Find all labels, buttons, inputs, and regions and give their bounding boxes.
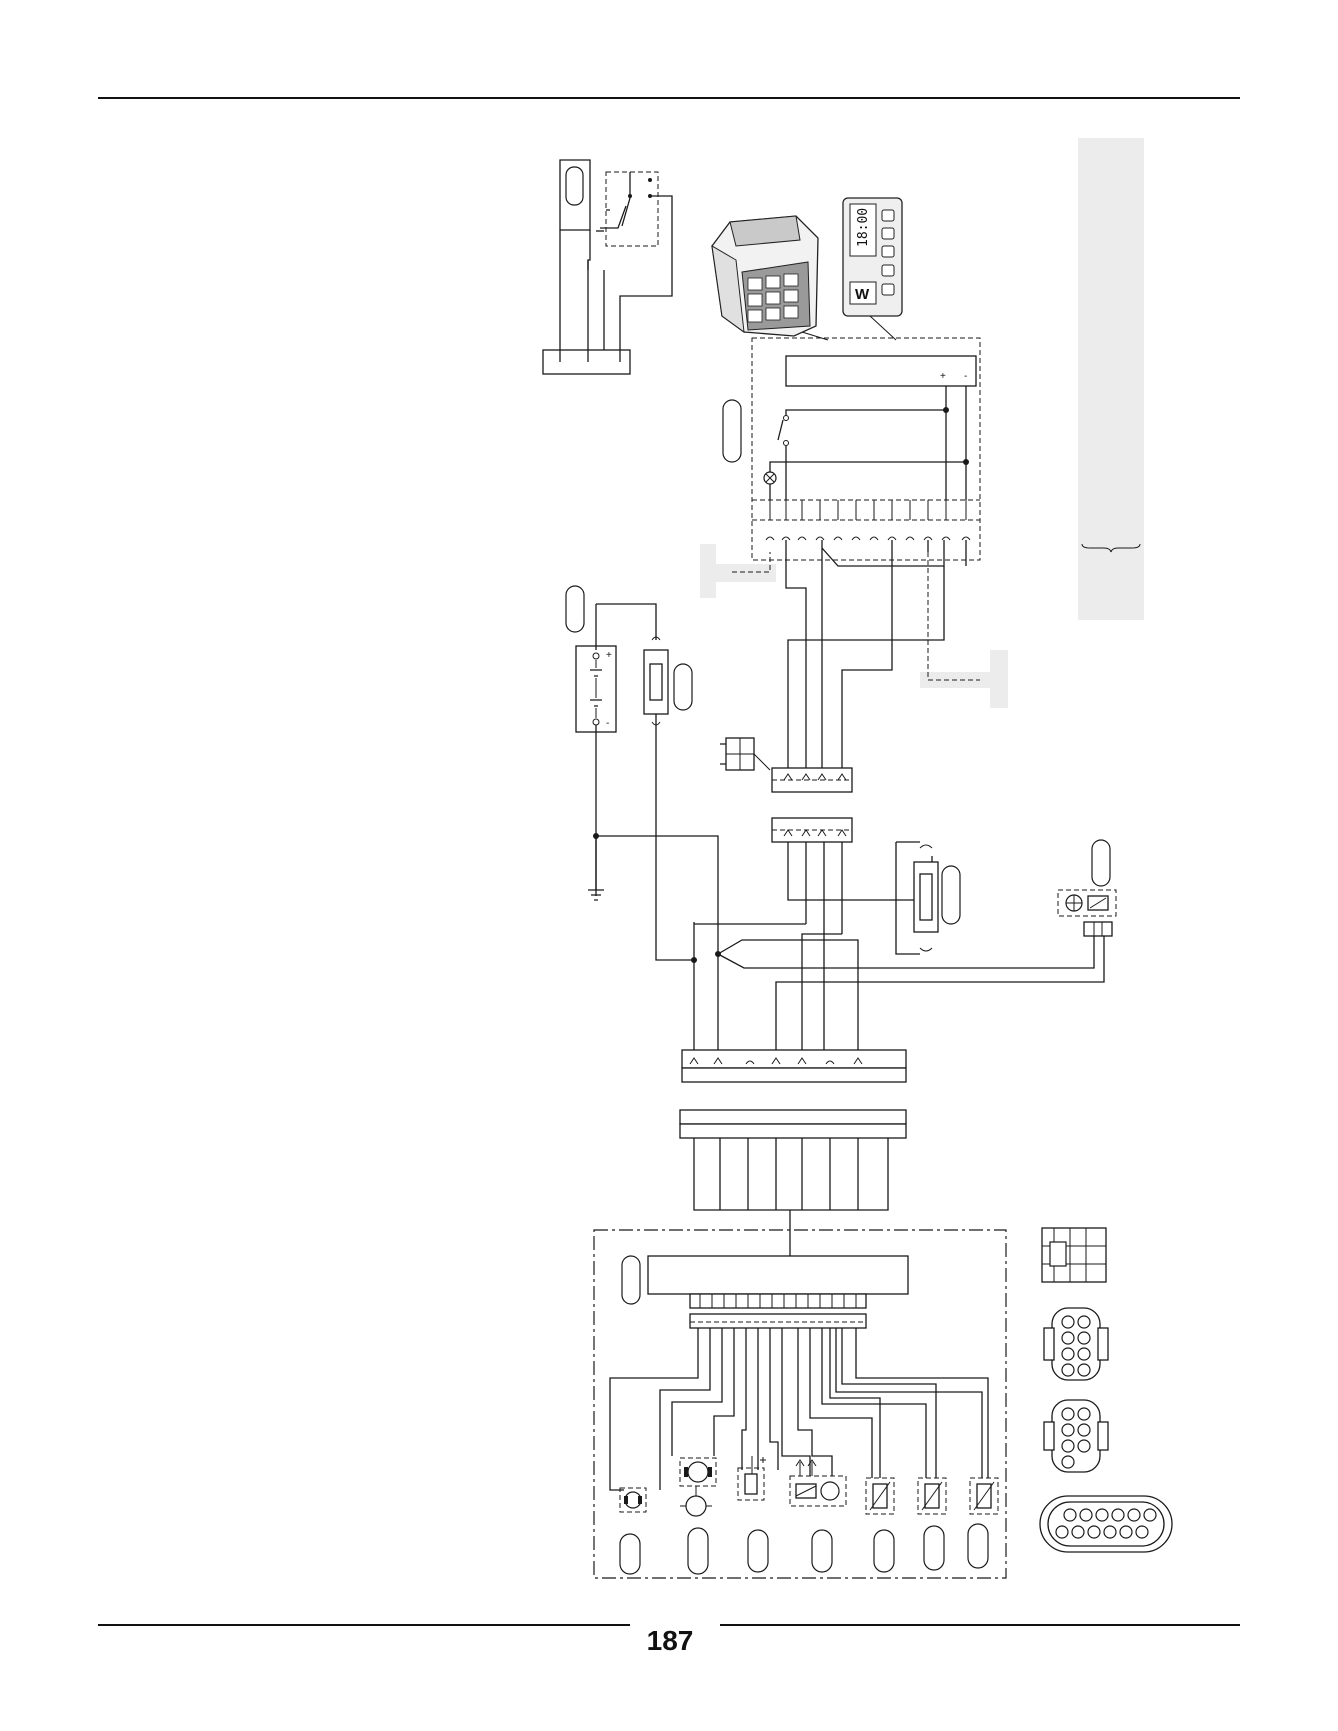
timer-display: 18:00 (856, 208, 871, 247)
battery-plus-label: + (606, 650, 612, 661)
battery-icon: + - (565, 585, 657, 896)
control-module: + - (722, 337, 981, 561)
harness-marker-left (700, 544, 776, 598)
valve-icon (737, 1456, 766, 1501)
connector-plug-icon (1041, 1227, 1107, 1283)
sensor-icon (865, 1477, 895, 1515)
connector-plug-icon (1039, 1495, 1173, 1553)
connector-plug-icon (1043, 1399, 1109, 1473)
module-minus-label: - (964, 371, 967, 382)
controller-logo: W (855, 286, 870, 303)
fuse-icon (643, 636, 694, 961)
heater-unit (593, 1229, 1007, 1579)
main-connector-lower (679, 1109, 907, 1139)
motor-icon (679, 1457, 717, 1517)
connector-housing-icon (711, 215, 819, 337)
module-plus-label: + (940, 371, 946, 382)
sensor-icon (1057, 839, 1117, 937)
valve-icon (789, 1459, 847, 1507)
sensor-icon (969, 1477, 999, 1515)
main-connector-upper (681, 1049, 907, 1083)
connector-plug-icon (720, 737, 771, 771)
component-label-pills (619, 1523, 989, 1575)
page-number: 187 (646, 1625, 694, 1656)
sensor-icon (917, 1477, 947, 1515)
harness-marker-right (920, 552, 1008, 708)
legend-panel (1078, 138, 1144, 620)
motor-icon (619, 1487, 647, 1513)
ground-icon (588, 833, 719, 1050)
connector-plug-icon (1043, 1307, 1109, 1381)
timer-controller-icon: 18:00 W (842, 197, 903, 317)
battery-minus-label: - (606, 718, 609, 729)
fuse-icon (787, 841, 961, 955)
key-switch (542, 159, 673, 375)
